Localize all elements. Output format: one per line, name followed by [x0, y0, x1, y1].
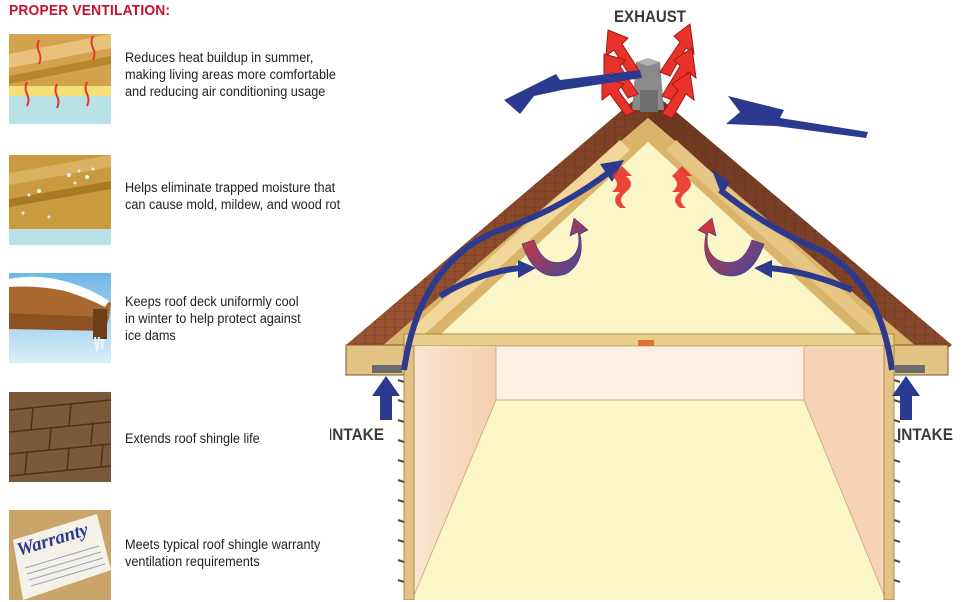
siding-right [893, 379, 901, 583]
outside-airflow-arrows-icon [504, 70, 868, 138]
attic-ventilation-diagram: EXHAUST INTAKE INTAKE [330, 7, 953, 600]
benefit-line: Helps eliminate trapped moisture that [125, 180, 336, 195]
siding-left [397, 379, 405, 583]
benefit-line: in winter to help protect against [125, 311, 301, 326]
benefit-item-ice-dam: Keeps roof deck uniformly cool in winter… [9, 273, 369, 365]
attic-heat-thumbnail-icon [9, 34, 111, 124]
benefit-item-warranty: Warranty Meets typical roof shingle warr… [9, 510, 369, 602]
benefit-line: Reduces heat buildup in summer, [125, 50, 314, 65]
attic-moisture-thumbnail-icon [9, 155, 111, 245]
intake-airflow-curves-icon [401, 167, 895, 371]
benefit-line: ventilation requirements [125, 554, 260, 569]
intake-arrows-icon [372, 376, 920, 420]
benefit-line: ice dams [125, 328, 176, 343]
benefit-line: Keeps roof deck uniformly cool [125, 294, 299, 309]
benefit-line: making living areas more comfortable [125, 67, 336, 82]
benefit-line: can cause mold, mildew, and wood rot [125, 197, 341, 212]
exhaust-label: EXHAUST [614, 7, 687, 26]
shingles-thumbnail-icon [9, 392, 111, 482]
intake-label-right: INTAKE [897, 425, 953, 444]
roof-left [346, 88, 648, 372]
attic-space [415, 118, 880, 340]
benefit-line: and reducing air conditioning usage [125, 84, 326, 99]
benefit-item-heat: Reduces heat buildup in summer, making l… [9, 34, 369, 126]
ice-dam-thumbnail-icon [9, 273, 111, 363]
benefit-item-moisture: Helps eliminate trapped moisture that ca… [9, 155, 369, 247]
heat-wave-icon [612, 166, 692, 208]
benefit-line: Extends roof shingle life [125, 431, 260, 446]
soffit-vent-right [895, 365, 925, 373]
warranty-thumbnail-icon: Warranty [9, 510, 111, 600]
benefit-item-shingle-life: Extends roof shingle life [9, 392, 369, 484]
soffit-vent-left [372, 365, 402, 373]
section-heading: PROPER VENTILATION: [9, 2, 171, 19]
benefit-line: Meets typical roof shingle warranty [125, 537, 321, 552]
intake-arrowheads-icon [518, 160, 772, 278]
room-interior [403, 340, 895, 600]
convection-curl-icon [521, 217, 765, 277]
intake-label-left: INTAKE [330, 425, 384, 444]
